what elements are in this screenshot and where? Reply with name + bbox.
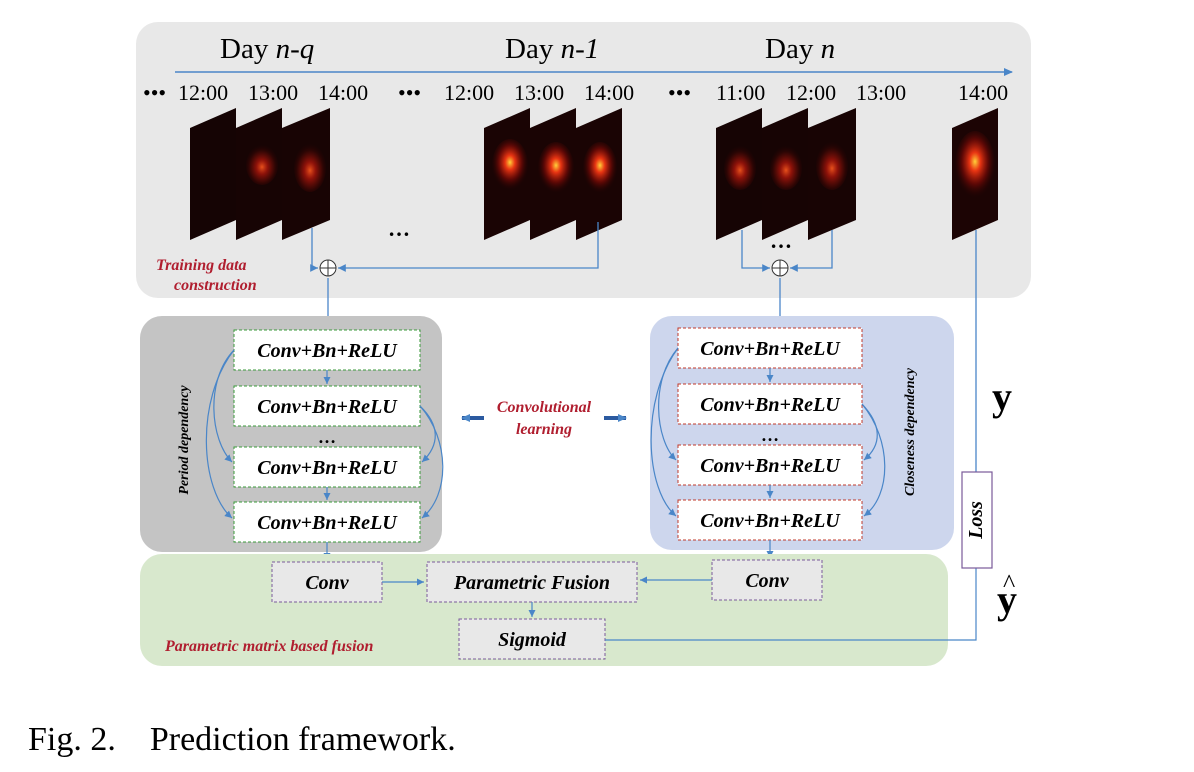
- fusion-arrows: [382, 568, 977, 641]
- time-label: 14:00: [584, 80, 634, 105]
- heatmap-group-n-1: [484, 108, 622, 240]
- closeness-conv-label: Conv: [745, 570, 789, 592]
- period-conv-box: [271, 561, 383, 603]
- closeness-ellipsis: …: [761, 425, 779, 445]
- loss-label: Loss: [965, 501, 987, 540]
- parametric-fusion-label: Parametric Fusion: [453, 572, 610, 594]
- time-label: 13:00: [248, 80, 298, 105]
- conv-learning-line1: Convolutional: [497, 399, 592, 416]
- period-label: Period dependency: [177, 385, 192, 495]
- period-block: [233, 385, 421, 427]
- time-label-target: 14:00: [958, 80, 1008, 105]
- period-conv-label: Conv: [305, 572, 349, 594]
- heatmap-group-n-q: [190, 108, 330, 240]
- parametric-fusion-box: [426, 561, 638, 603]
- heatmap-target: [952, 108, 998, 240]
- period-blocks: Conv+Bn+ReLU Conv+Bn+ReLU … Conv+Bn+ReLU…: [233, 329, 421, 543]
- day-label-n-q: Day n-q: [220, 33, 314, 65]
- ellipsis-1: •••: [143, 80, 166, 105]
- time-label: 11:00: [716, 80, 765, 105]
- period-block: [233, 329, 421, 371]
- time-label: 12:00: [786, 80, 836, 105]
- closeness-block-label: Conv+Bn+ReLU: [700, 394, 841, 416]
- closeness-label: Closeness dependency: [903, 367, 918, 496]
- time-label: 12:00: [178, 80, 228, 105]
- closeness-arrows: [650, 347, 886, 558]
- day-label-n-1: Day n-1: [505, 33, 599, 65]
- sigmoid-box: [458, 618, 606, 660]
- heatmap-group-n: [716, 108, 856, 240]
- period-block-label: Conv+Bn+ReLU: [257, 340, 398, 362]
- sigmoid-label: Sigmoid: [498, 629, 567, 651]
- closeness-block: [677, 383, 863, 425]
- period-block: [233, 446, 421, 488]
- heatmap-frame: [190, 108, 236, 240]
- closeness-block-label: Conv+Bn+ReLU: [700, 338, 841, 360]
- loss-box: [961, 471, 993, 569]
- period-ellipsis: …: [318, 427, 336, 447]
- training-label-line2: construction: [174, 277, 257, 294]
- closeness-blocks: Conv+Bn+ReLU Conv+Bn+ReLU … Conv+Bn+ReLU…: [677, 327, 863, 541]
- gap-ellipsis: …: [770, 228, 792, 253]
- closeness-block: [677, 499, 863, 541]
- period-block-label: Conv+Bn+ReLU: [257, 457, 398, 479]
- period-block-label: Conv+Bn+ReLU: [257, 396, 398, 418]
- period-block: [233, 501, 421, 543]
- conv-learning-line2: learning: [516, 421, 572, 438]
- fusion-panel-label: Parametric matrix based fusion: [164, 638, 374, 655]
- gap-ellipsis: …: [388, 216, 410, 241]
- closeness-panel: [650, 316, 954, 550]
- time-label: 13:00: [856, 80, 906, 105]
- y-hat-label: y: [997, 577, 1017, 622]
- y-label: y: [992, 374, 1012, 419]
- ellipsis-3: •••: [668, 80, 691, 105]
- y-hat-accent: ^: [1003, 569, 1015, 598]
- day-label-n: Day n: [765, 33, 835, 65]
- time-label: 14:00: [318, 80, 368, 105]
- time-label: 12:00: [444, 80, 494, 105]
- closeness-block-label: Conv+Bn+ReLU: [700, 455, 841, 477]
- period-block-label: Conv+Bn+ReLU: [257, 512, 398, 534]
- period-arrows: [205, 349, 444, 560]
- time-label: 13:00: [514, 80, 564, 105]
- training-label-line1: Training data: [156, 257, 247, 274]
- closeness-block-label: Conv+Bn+ReLU: [700, 510, 841, 532]
- figure-caption: Fig. 2. Prediction framework.: [28, 721, 456, 758]
- ellipsis-2: •••: [398, 80, 421, 105]
